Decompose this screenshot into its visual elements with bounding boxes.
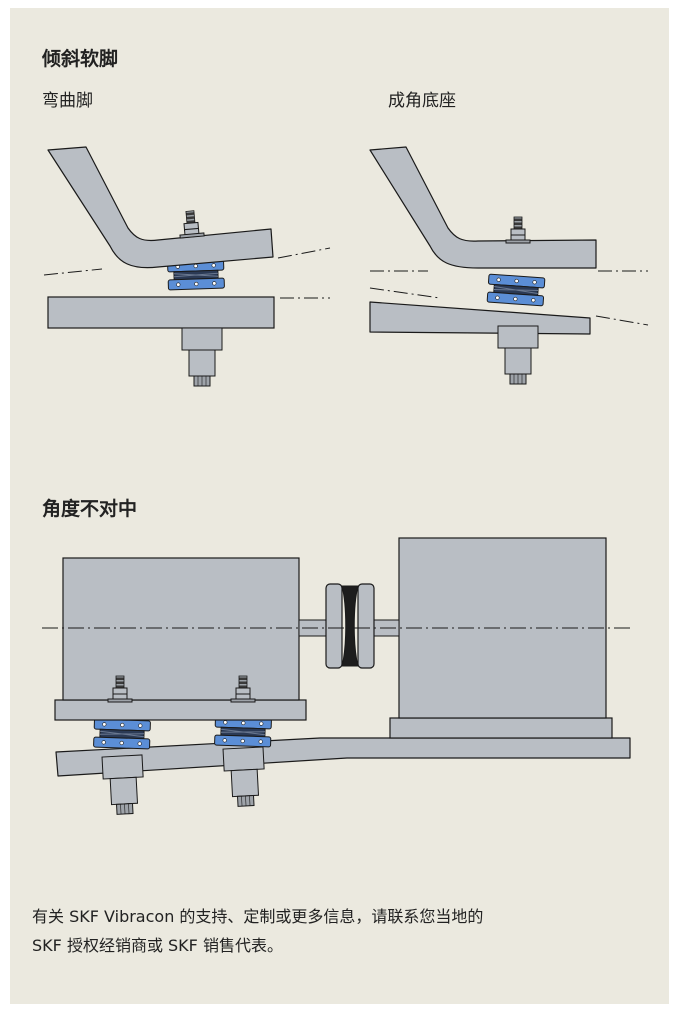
angled-base-diagram: [369, 146, 649, 385]
footer-line-2: SKF 授权经销商或 SKF 销售代表。: [32, 936, 283, 955]
footer-line-1: 有关 SKF Vibracon 的支持、定制或更多信息，请联系您当地的: [32, 907, 484, 926]
section-title-tilted-soft-foot: 倾斜软脚: [42, 48, 119, 70]
angular-misalignment-diagram: [42, 537, 632, 816]
info-panel: [10, 8, 669, 1004]
caption-angled-base: 成角底座: [388, 91, 456, 111]
bent-foot-diagram: [43, 146, 331, 387]
caption-bent-foot: 弯曲脚: [42, 91, 93, 111]
section-title-angular-misalignment: 角度不对中: [42, 498, 138, 520]
